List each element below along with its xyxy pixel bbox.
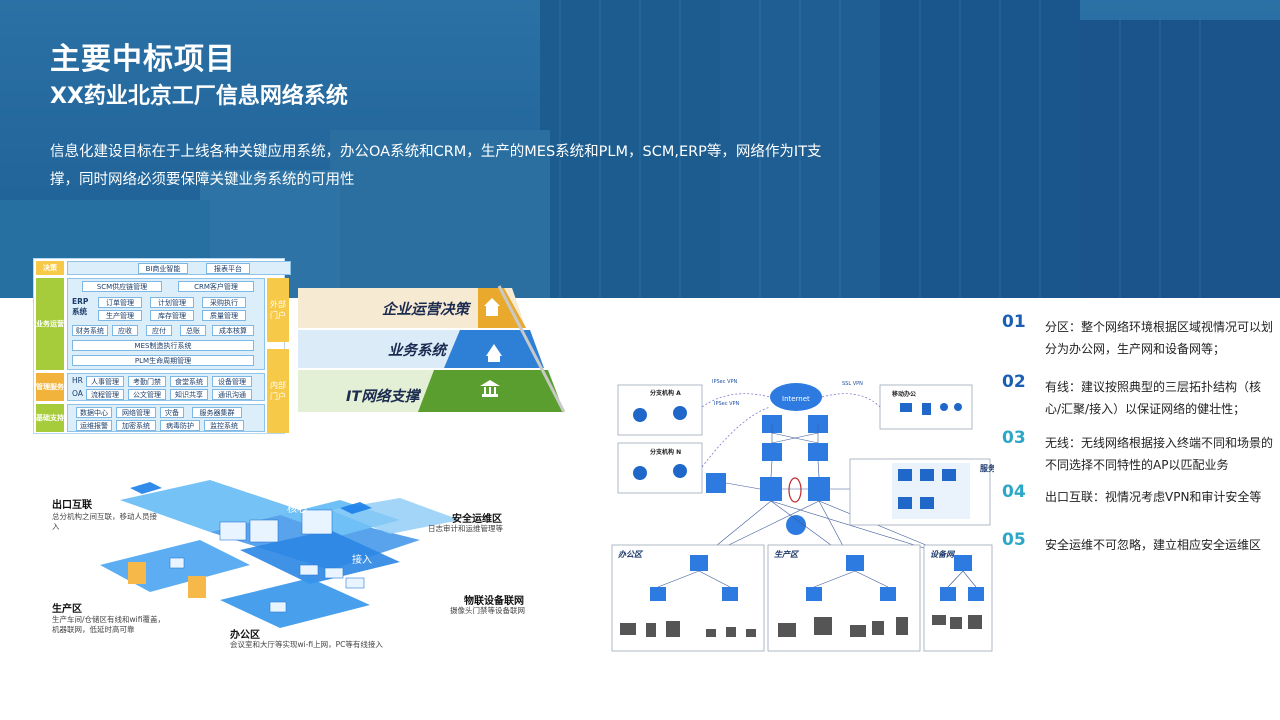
isometric-platforms: 核心 接入 [100,480,460,628]
side-internal-portal: 内部门户 [267,349,289,433]
cell-canteen: 食堂系统 [170,376,208,387]
network-topology-diagram: 分支机构 A 分支机构 N IPSec VPN IPSec VPN Intern… [610,377,994,655]
cell-disaster: 灾备 [160,407,184,418]
section-infrastructure: 基础支持 [36,404,64,432]
pyramid-label-business: 业务系统 [388,343,446,359]
cell-plan: 计划管理 [150,297,194,308]
side-external-portal: 外部门户 [267,278,289,342]
cell-server-cluster: 服务器集群 [192,407,242,418]
cell-production: 生产管理 [98,310,142,321]
label-core: 核心 [287,502,307,515]
cell-process: 流程管理 [86,389,124,400]
cell-finance: 财务系统 [72,325,108,336]
point-text: 有线：建议按照典型的三层拓扑结构（核心/汇聚/接入）以保证网络的健壮性； [1045,380,1262,416]
cell-mes: MES制造执行系统 [72,340,254,351]
isometric-network-diagram: 核心 接入 出口互联 总分机构之间互联，移动人员接入 安全运维区 日志审计和运维… [40,470,550,655]
svg-text:IPSec VPN: IPSec VPN [714,401,740,407]
cell-encryption: 加密系统 [116,420,156,431]
pyramid-label-decision: 企业运营决策 [382,302,469,318]
svg-text:IPSec VPN: IPSec VPN [712,379,738,385]
cell-alarm: 运维报警 [76,420,112,431]
section-decision: 决策 [36,261,64,275]
topology-drawing: 分支机构 A 分支机构 N IPSec VPN IPSec VPN Intern… [610,377,994,655]
erp-label: ERP系统 [72,297,89,316]
cell-equipment: 设备管理 [212,376,252,387]
zone-desc-office: 会议室和大厅等实现wi-fi上网，PC等有线接入 [230,640,383,649]
production-zone-label: 生产区 [774,550,800,559]
cell-crm: CRM客户管理 [178,281,254,292]
section-management: 管理服务 [36,373,64,401]
office-zone-label: 办公区 [618,550,644,559]
cell-datacenter: 数据中心 [76,407,112,418]
cell-payable: 应付 [146,325,172,336]
cell-inventory: 库存管理 [150,310,194,321]
point-text: 安全运维不可忽略，建立相应安全运维区 [1045,538,1262,552]
zone-title-security: 安全运维区 [452,514,502,525]
cell-cost: 成本核算 [212,325,254,336]
svg-text:SSL VPN: SSL VPN [842,381,863,387]
branch-a-label: 分支机构 A [650,389,681,397]
cell-network-mgmt: 网络管理 [116,407,156,418]
cell-attendance: 考勤门禁 [128,376,166,387]
zone-desc-production: 生产车间/仓储区有线和wifi覆盖，机器联网，低延时高可靠 [52,615,165,634]
point-number: 01 [1002,312,1026,332]
section-business: 业务运营 [36,278,64,370]
cell-ledger: 总账 [180,325,206,336]
hr-label: HR [72,376,83,385]
pyramid-diagram: 企业运营决策 业务系统 IT网络支撑 [294,284,570,419]
cell-receivable: 应收 [112,325,138,336]
zone-desc-exit: 总分机构之间互联，移动人员接入 [52,512,157,531]
cell-communication: 通讯沟通 [212,389,252,400]
point-text: 分区：整个网络环境根据区域视情况可以划分为办公网，生产网和设备网等； [1045,320,1274,356]
cell-order: 订单管理 [98,297,142,308]
cell-personnel: 人事管理 [86,376,124,387]
point-number: 02 [1002,372,1026,392]
oa-label: OA [72,389,83,398]
application-architecture-table: 决策 BI商业智能 报表平台 业务运营 SCM供应链管理 CRM客户管理 ERP… [33,258,291,434]
hero-banner: 主要中标项目 XX药业北京工厂信息网络系统 信息化建设目标在于上线各种关键应用系… [0,0,1280,298]
zone-title-production: 生产区 [52,604,82,615]
zone-title-office: 办公区 [230,630,260,641]
cell-monitor: 监控系统 [204,420,244,431]
page-description: 信息化建设目标在于上线各种关键应用系统，办公OA系统和CRM，生产的MES系统和… [50,144,822,188]
point-number: 04 [1002,482,1026,502]
equipment-zone-label: 设备网 [930,550,956,559]
mobile-label: 移动办公 [892,390,916,398]
cell-plm: PLM生命周期管理 [72,355,254,366]
pyramid-shape [298,285,566,413]
cell-quality: 质量管理 [202,310,246,321]
internet-label: Internet [782,395,810,403]
cell-antivirus: 病毒防护 [160,420,200,431]
cell-scm: SCM供应链管理 [82,281,162,292]
cell-report: 报表平台 [206,263,250,274]
cell-purchase: 采购执行 [202,297,246,308]
server-zone-label: 服务器区 [980,463,994,473]
cell-document: 公文管理 [128,389,166,400]
page-subtitle: XX药业北京工厂信息网络系统 [50,84,348,109]
cell-bi: BI商业智能 [138,263,188,274]
zone-title-exit: 出口互联 [52,500,92,511]
page-title: 主要中标项目 [50,42,236,77]
zone-desc-iot: 摄像头门禁等设备联网 [450,606,525,615]
branch-n-label: 分支机构 N [650,448,681,456]
point-number: 05 [1002,530,1026,550]
label-access: 接入 [352,553,372,566]
point-number: 03 [1002,428,1026,448]
point-text: 无线：无线网络根据接入终端不同和场景的不同选择不同特性的AP以匹配业务 [1045,436,1274,472]
cell-knowledge: 知识共享 [170,389,208,400]
zone-desc-security: 日志审计和运维管理等 [428,524,503,533]
point-text: 出口互联：视情况考虑VPN和审计安全等 [1045,490,1262,504]
pyramid-label-it: IT网络支撑 [346,389,420,405]
zone-title-iot: 物联设备联网 [464,596,524,607]
